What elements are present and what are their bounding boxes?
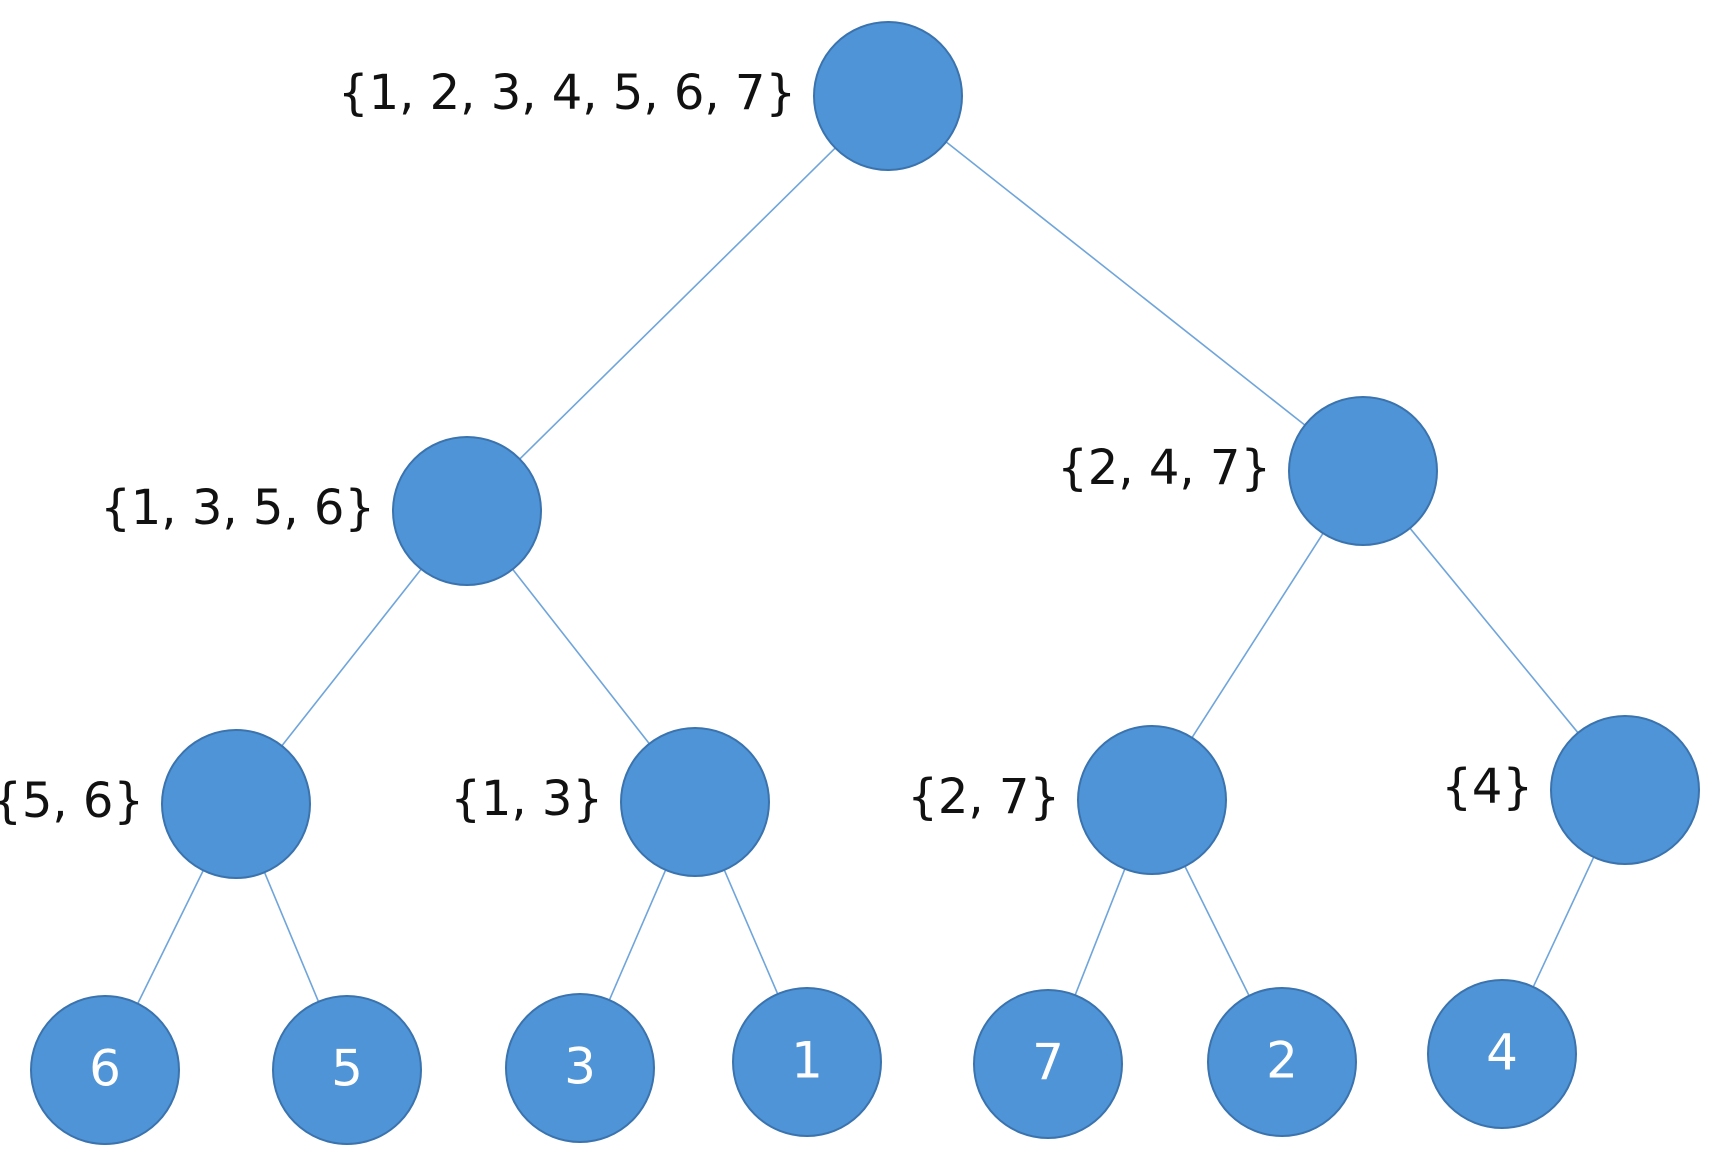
node-right [1288, 396, 1438, 546]
edge-left-to-left-right [512, 568, 650, 745]
leaf-node-4 [1427, 979, 1577, 1129]
set-label-root: {1, 2, 3, 4, 5, 6, 7} [338, 65, 796, 121]
node-left-right [620, 727, 770, 877]
edge-left-left-to-leaf-5 [263, 871, 320, 1003]
node-left [392, 436, 542, 586]
leaf-node-5 [272, 995, 422, 1145]
edge-right-to-right-right [1409, 527, 1579, 734]
leaf-value-1: 1 [791, 1032, 823, 1090]
set-labels: {1, 2, 3, 4, 5, 6, 7} {1, 3, 5, 6} {2, 4, … [0, 65, 1533, 1098]
set-label-left-left: {5, 6} [0, 773, 144, 829]
edge-root-to-right [945, 141, 1306, 426]
node-right-right [1550, 715, 1700, 865]
leaf-value-7: 7 [1032, 1034, 1064, 1092]
edge-left-to-left-left [281, 568, 422, 747]
edge-left-left-to-leaf-6 [136, 870, 205, 1004]
edge-left-right-to-leaf-3 [608, 869, 667, 1001]
tree-nodes [30, 21, 1700, 1145]
leaf-node-1 [732, 987, 882, 1137]
edge-right-right-to-leaf-4 [1532, 856, 1595, 988]
edge-right-left-to-leaf-7 [1074, 868, 1126, 996]
leaf-node-3 [505, 993, 655, 1143]
edge-right-left-to-leaf-2 [1184, 865, 1250, 997]
edge-root-to-left [519, 147, 836, 460]
leaf-value-3: 3 [564, 1038, 596, 1096]
node-left-left [161, 729, 311, 879]
leaf-node-7 [973, 989, 1123, 1139]
leaf-value-6: 6 [89, 1040, 121, 1098]
leaf-node-6 [30, 995, 180, 1145]
tree-edges [136, 141, 1595, 1004]
node-right-left [1077, 725, 1227, 875]
leaf-value-4: 4 [1486, 1024, 1518, 1082]
set-label-left-right: {1, 3} [450, 771, 603, 827]
set-label-right-left: {2, 7} [907, 769, 1060, 825]
set-label-right-right: {4} [1441, 759, 1533, 815]
set-label-right: {2, 4, 7} [1057, 440, 1271, 496]
leaf-value-5: 5 [331, 1040, 363, 1098]
node-root [813, 21, 963, 171]
edge-left-right-to-leaf-1 [723, 869, 779, 995]
leaf-node-2 [1207, 987, 1357, 1137]
edge-right-to-right-left [1191, 532, 1324, 739]
leaf-value-2: 2 [1266, 1032, 1298, 1090]
set-label-left: {1, 3, 5, 6} [100, 480, 375, 536]
